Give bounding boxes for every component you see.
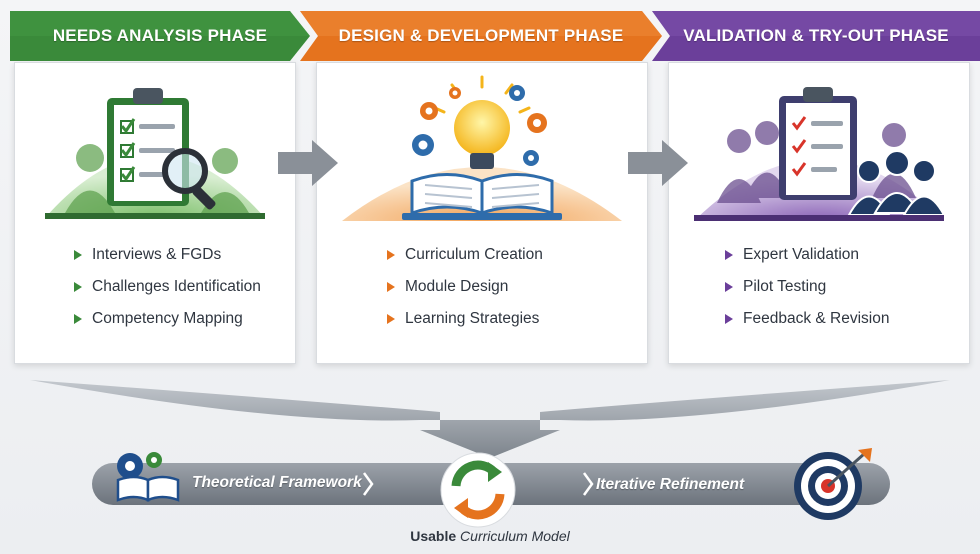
needs-analysis-banner: NEEDS ANALYSIS PHASE — [10, 11, 310, 61]
open-book-lightbulb-gears-icon — [342, 75, 622, 221]
theoretical-framework-label: Theoretical Framework — [192, 474, 362, 491]
converging-arrow-icon — [30, 380, 950, 458]
list-item: Expert Validation — [723, 244, 889, 276]
design-development-banner: DESIGN & DEVELOPMENT PHASE — [300, 11, 662, 61]
refresh-cycle-icon — [440, 452, 516, 528]
list-item: Competency Mapping — [72, 308, 261, 340]
list-item: Learning Strategies — [385, 308, 543, 340]
validation-tryout-list: Expert Validation Pilot Testing Feedback… — [723, 244, 889, 340]
right-arrow-icon — [628, 140, 688, 186]
usable-curriculum-model-caption: Usable Curriculum Model — [410, 528, 570, 544]
validation-tryout-title: VALIDATION & TRY-OUT PHASE — [683, 26, 949, 45]
list-item: Challenges Identification — [72, 276, 261, 308]
list-item: Pilot Testing — [723, 276, 889, 308]
design-development-title: DESIGN & DEVELOPMENT PHASE — [338, 26, 624, 45]
book-gears-icon — [116, 452, 180, 502]
needs-analysis-title: NEEDS ANALYSIS PHASE — [52, 26, 268, 45]
list-item: Module Design — [385, 276, 543, 308]
design-development-panel: Curriculum Creation Module Design Learni… — [316, 62, 648, 364]
validation-tryout-banner: VALIDATION & TRY-OUT PHASE — [652, 11, 980, 61]
clipboard-checklist-magnifier-icon — [45, 88, 265, 219]
list-item: Curriculum Creation — [385, 244, 543, 276]
list-item: Feedback & Revision — [723, 308, 889, 340]
iterative-refinement-label: Iterative Refinement — [596, 476, 745, 493]
needs-analysis-panel: Interviews & FGDs Challenges Identificat… — [14, 62, 296, 364]
validation-tryout-panel: Expert Validation Pilot Testing Feedback… — [668, 62, 970, 364]
list-item: Interviews & FGDs — [72, 244, 261, 276]
needs-analysis-list: Interviews & FGDs Challenges Identificat… — [72, 244, 261, 340]
target-arrow-icon — [794, 448, 872, 520]
clipboard-team-icon — [694, 87, 946, 221]
right-arrow-icon — [278, 140, 338, 186]
design-development-list: Curriculum Creation Module Design Learni… — [385, 244, 543, 340]
